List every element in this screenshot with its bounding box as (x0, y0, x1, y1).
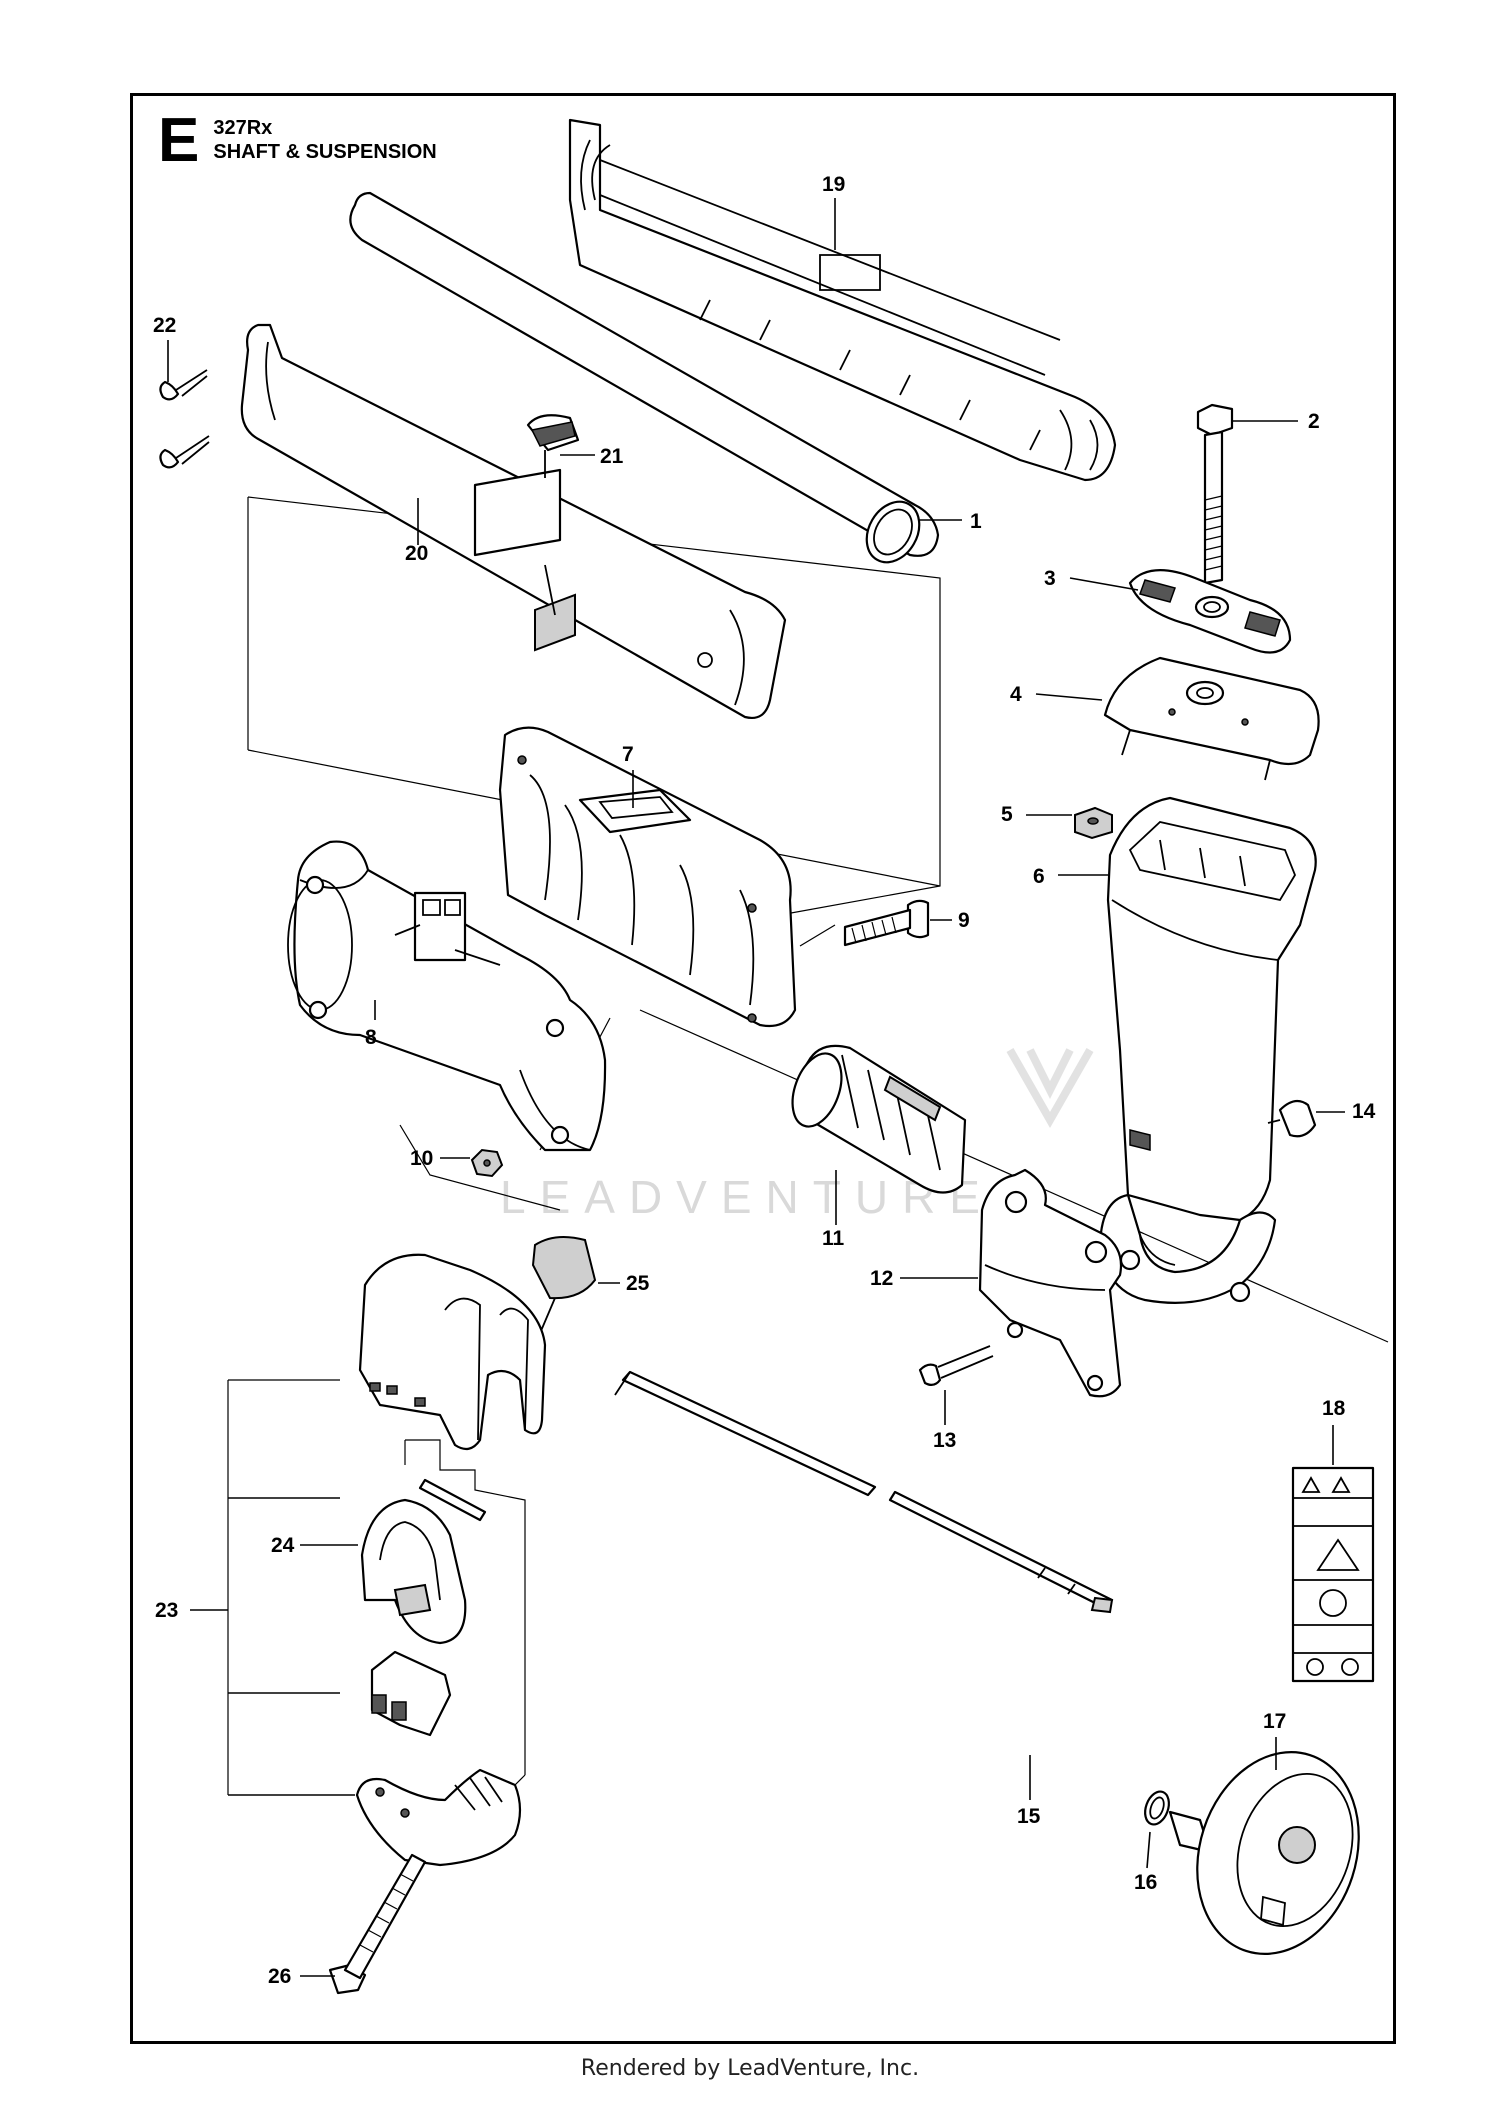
callout-19: 19 (822, 173, 845, 196)
callout-24: 24 (271, 1534, 295, 1557)
callout-2: 2 (1308, 410, 1320, 433)
part-23-lower-clamp (355, 1768, 522, 1867)
callout-3: 3 (1044, 567, 1056, 590)
callout-7: 7 (622, 743, 634, 766)
part-10-nut (470, 1148, 504, 1178)
part-6-handle (1106, 796, 1317, 1222)
callout-11: 11 (822, 1227, 845, 1250)
callout-12: 12 (870, 1267, 893, 1290)
part-3-wing-knob (1128, 569, 1292, 654)
part-4-cap (1103, 656, 1320, 781)
part-24-loop (360, 1498, 467, 1645)
part-23-harness-hook-body (358, 1253, 547, 1451)
callout-25: 25 (626, 1272, 650, 1295)
part-23-block (370, 1650, 452, 1737)
part-25-pad (531, 1235, 597, 1300)
part-22-screws (159, 369, 210, 469)
part-12-clamp (978, 1168, 1123, 1398)
part-18-decal (1291, 1466, 1375, 1683)
callout-14: 14 (1352, 1100, 1376, 1123)
callout-22: 22 (153, 314, 176, 337)
watermark: LEADVENTURE (500, 1048, 1094, 1223)
header-text: 327Rx SHAFT & SUSPENSION (213, 116, 436, 164)
part-17-clutch-drum (1168, 1751, 1360, 1955)
watermark-text: LEADVENTURE (500, 1171, 994, 1223)
callout-6: 6 (1033, 865, 1045, 888)
callout-20: 20 (405, 542, 428, 565)
callout-1: 1 (970, 510, 982, 533)
diagram-title: SHAFT & SUSPENSION (213, 141, 437, 163)
model-name: 327Rx (213, 117, 273, 139)
callout-16: 16 (1134, 1871, 1157, 1894)
part-5-square-nut (1074, 806, 1113, 840)
callout-8: 8 (365, 1026, 377, 1049)
rendered-by-footer: Rendered by LeadVenture, Inc. (580, 2056, 920, 2081)
part-1-shaft-tube (349, 191, 940, 564)
section-letter: E (158, 106, 200, 175)
part-13-screw (918, 1345, 994, 1387)
callout-15: 15 (1017, 1805, 1041, 1828)
callout-4: 4 (1010, 683, 1022, 706)
part-8-lower-clamp (287, 840, 607, 1152)
callout-9: 9 (958, 909, 970, 932)
part-26-bolt (328, 1853, 427, 1995)
part-20-shaft-grip (240, 323, 787, 719)
part-19-handle-bar (568, 118, 1117, 482)
part-9-screw (843, 899, 930, 947)
part-15-drive-shaft (614, 1370, 1114, 1614)
callout-13: 13 (933, 1429, 956, 1452)
part-11-coupling (791, 1044, 967, 1194)
callout-26: 26 (268, 1965, 291, 1988)
callout-17: 17 (1263, 1710, 1286, 1733)
part-2-bolt (1196, 403, 1234, 585)
part-7-upper-clamp (498, 726, 797, 1028)
part-16-washer (1144, 1790, 1170, 1826)
callout-21: 21 (600, 445, 624, 468)
part-21-clip (526, 414, 580, 478)
callout-10: 10 (410, 1147, 433, 1170)
callout-5: 5 (1001, 803, 1013, 826)
part-14-button (1267, 1099, 1317, 1138)
callout-18: 18 (1322, 1397, 1346, 1420)
diagram-header: E 327Rx SHAFT & SUSPENSION (158, 106, 437, 175)
callout-23: 23 (155, 1599, 178, 1622)
part-23-pin (418, 1478, 487, 1522)
